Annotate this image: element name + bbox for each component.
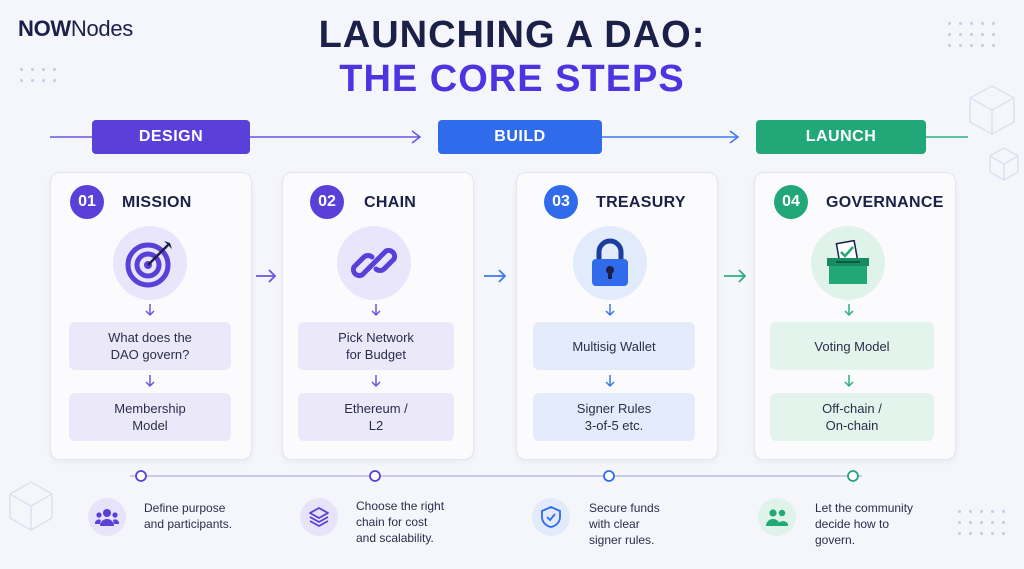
arrow-down-icon: [371, 304, 381, 317]
step-item: Off-chain / On-chain: [770, 393, 934, 441]
arrow-down-icon: [145, 375, 155, 388]
step-title: TREASURY: [596, 194, 686, 211]
phase-timeline: [50, 130, 968, 144]
arrow-right-icon: [484, 269, 507, 283]
shield-check-icon: [532, 498, 570, 536]
step-number-badge: 03: [544, 185, 578, 219]
chain-link-icon: [337, 226, 411, 300]
step-item: Membership Model: [69, 393, 231, 441]
arrow-down-icon: [844, 304, 854, 317]
step-item: Multisig Wallet: [533, 322, 695, 370]
step-item: What does the DAO govern?: [69, 322, 231, 370]
arrow-down-icon: [844, 375, 854, 388]
step-number-badge: 04: [774, 185, 808, 219]
arrow-down-icon: [371, 375, 381, 388]
dot-grid-decoration: [948, 22, 995, 47]
arrow-down-icon: [605, 304, 615, 317]
page-subtitle: THE CORE STEPS: [339, 58, 685, 100]
step-item: Signer Rules 3-of-5 etc.: [533, 393, 695, 441]
target-icon: [113, 226, 187, 300]
step-title: CHAIN: [364, 194, 417, 211]
dot-grid-decoration: [958, 510, 1005, 535]
footer-text: Choose the right chain for cost and scal…: [356, 499, 445, 545]
arrow-right-icon: [724, 269, 747, 283]
step-title: GOVERNANCE: [826, 194, 944, 211]
phase-build-label: BUILD: [438, 120, 602, 154]
arrow-down-icon: [145, 304, 155, 317]
phase-design-label: DESIGN: [92, 120, 250, 154]
padlock-icon: [573, 226, 647, 300]
step-number-badge: 02: [310, 185, 344, 219]
cube-decoration: [969, 85, 1019, 181]
cube-decoration: [9, 481, 53, 531]
footer-text: Secure funds with clear signer rules.: [589, 501, 660, 547]
layers-icon: [300, 498, 338, 536]
footer-text: Define purpose and participants.: [144, 501, 233, 531]
ballot-box-icon: [811, 226, 885, 300]
page-title: LAUNCHING A DAO:: [318, 14, 706, 56]
footer-text: Let the community decide how to govern.: [815, 501, 914, 547]
step-item: Voting Model: [770, 322, 934, 370]
people-icon: [88, 498, 126, 536]
step-item: Pick Network for Budget: [298, 322, 454, 370]
bottom-timeline: [130, 470, 862, 482]
step-title: MISSION: [122, 194, 192, 211]
step-item: Ethereum / L2: [298, 393, 454, 441]
dot-grid-decoration: [20, 68, 56, 82]
community-icon: [758, 498, 796, 536]
step-number-badge: 01: [70, 185, 104, 219]
brand-logo: NOWNodes: [18, 16, 133, 41]
phase-launch-label: LAUNCH: [756, 120, 926, 154]
arrow-right-icon: [256, 269, 277, 283]
arrow-down-icon: [605, 375, 615, 388]
